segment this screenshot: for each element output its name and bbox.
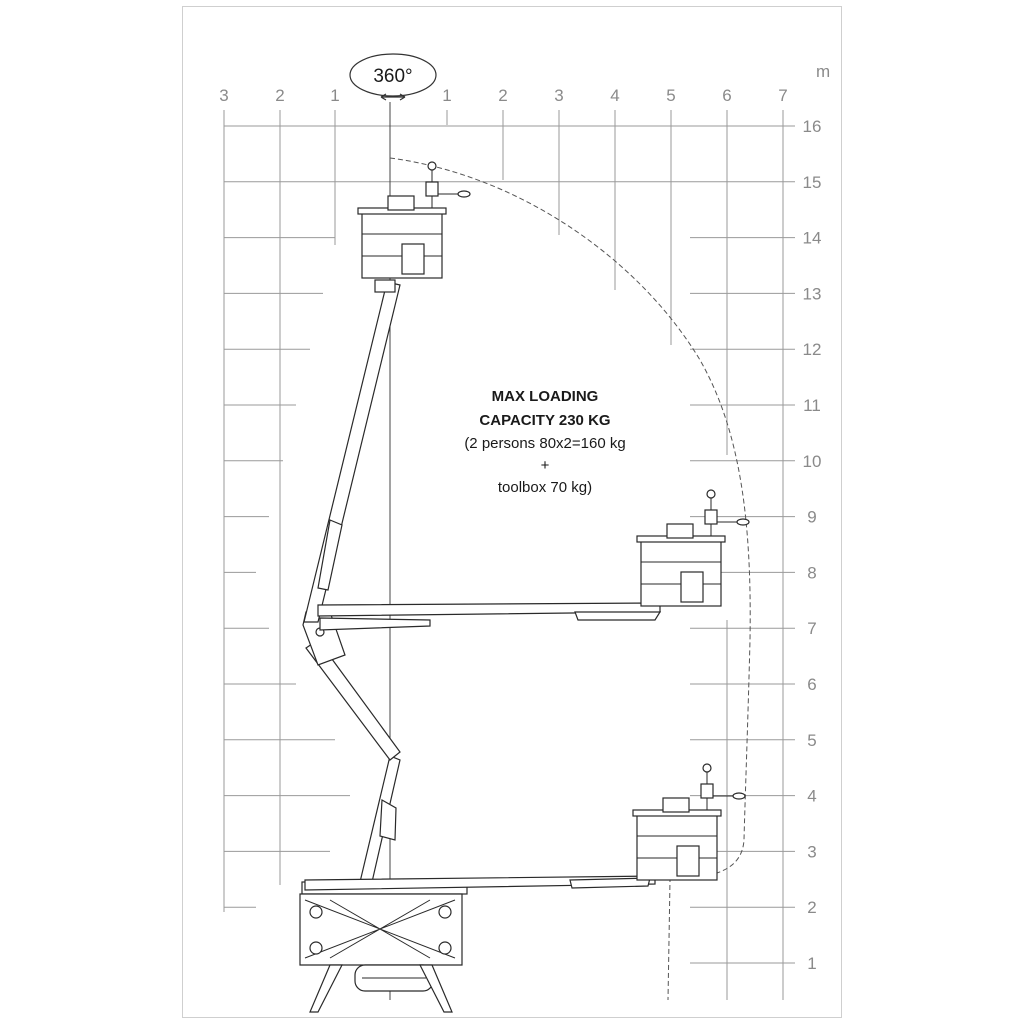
horizontal-boom-mid bbox=[317, 602, 662, 631]
x-tick-label: 4 bbox=[610, 86, 619, 105]
rotation-arrow-icon bbox=[380, 93, 406, 101]
capacity-line-1: MAX LOADING bbox=[492, 388, 599, 405]
y-tick-label: 14 bbox=[803, 229, 822, 248]
y-tick-label: 6 bbox=[807, 675, 816, 694]
outrigger-right bbox=[419, 964, 453, 1013]
rotation-label: 360° bbox=[373, 66, 412, 87]
unit-label: m bbox=[816, 62, 830, 81]
capacity-line-3: (2 persons 80x2=160 kg bbox=[464, 435, 625, 452]
x-tick-label: 3 bbox=[554, 86, 563, 105]
y-tick-label: 1 bbox=[807, 954, 816, 973]
x-tick-label: 6 bbox=[722, 86, 731, 105]
upper-boom-raised bbox=[303, 279, 401, 623]
y-tick-label: 5 bbox=[807, 731, 816, 750]
y-tick-label: 16 bbox=[803, 117, 822, 136]
y-tick-label: 11 bbox=[803, 396, 821, 415]
rotation-ellipse bbox=[349, 53, 437, 97]
baskets bbox=[357, 161, 750, 881]
x-axis-ticks: 3 2 1 1 2 3 4 5 6 7 bbox=[219, 86, 787, 105]
basket-top bbox=[357, 161, 471, 279]
chassis bbox=[299, 881, 468, 1013]
y-tick-label: 13 bbox=[803, 284, 822, 303]
basket-mid bbox=[636, 489, 750, 607]
x-tick-label: 3 bbox=[219, 86, 228, 105]
y-tick-label: 7 bbox=[807, 619, 816, 638]
capacity-line-2: CAPACITY 230 KG bbox=[479, 412, 610, 429]
y-tick-label: 10 bbox=[803, 452, 822, 471]
y-tick-label: 12 bbox=[803, 340, 822, 359]
horizontal-boom-low bbox=[304, 875, 656, 891]
x-tick-label: 2 bbox=[498, 86, 507, 105]
y-tick-label: 15 bbox=[803, 173, 822, 192]
capacity-line-5: toolbox 70 kg) bbox=[498, 479, 592, 496]
y-tick-label: 2 bbox=[807, 898, 816, 917]
x-tick-label: 1 bbox=[330, 86, 339, 105]
y-tick-label: 8 bbox=[807, 563, 816, 582]
working-envelope bbox=[389, 157, 751, 1001]
x-tick-label: 2 bbox=[275, 86, 284, 105]
capacity-line-4: + bbox=[541, 457, 550, 474]
outrigger-left bbox=[309, 964, 343, 1013]
y-tick-label: 3 bbox=[807, 842, 816, 861]
basket-low bbox=[632, 763, 746, 881]
y-tick-label: 9 bbox=[807, 508, 816, 527]
y-tick-label: 4 bbox=[807, 787, 816, 806]
y-axis-ticks: 16 15 14 13 12 11 10 9 8 7 6 5 4 3 2 1 bbox=[803, 117, 822, 973]
x-tick-label: 5 bbox=[666, 86, 675, 105]
x-tick-label: 7 bbox=[778, 86, 787, 105]
x-tick-label: 1 bbox=[442, 86, 451, 105]
capacity-note: MAX LOADING CAPACITY 230 KG (2 persons 8… bbox=[464, 388, 625, 496]
lower-boom bbox=[302, 611, 401, 883]
rotation-indicator: 360° bbox=[349, 53, 437, 101]
